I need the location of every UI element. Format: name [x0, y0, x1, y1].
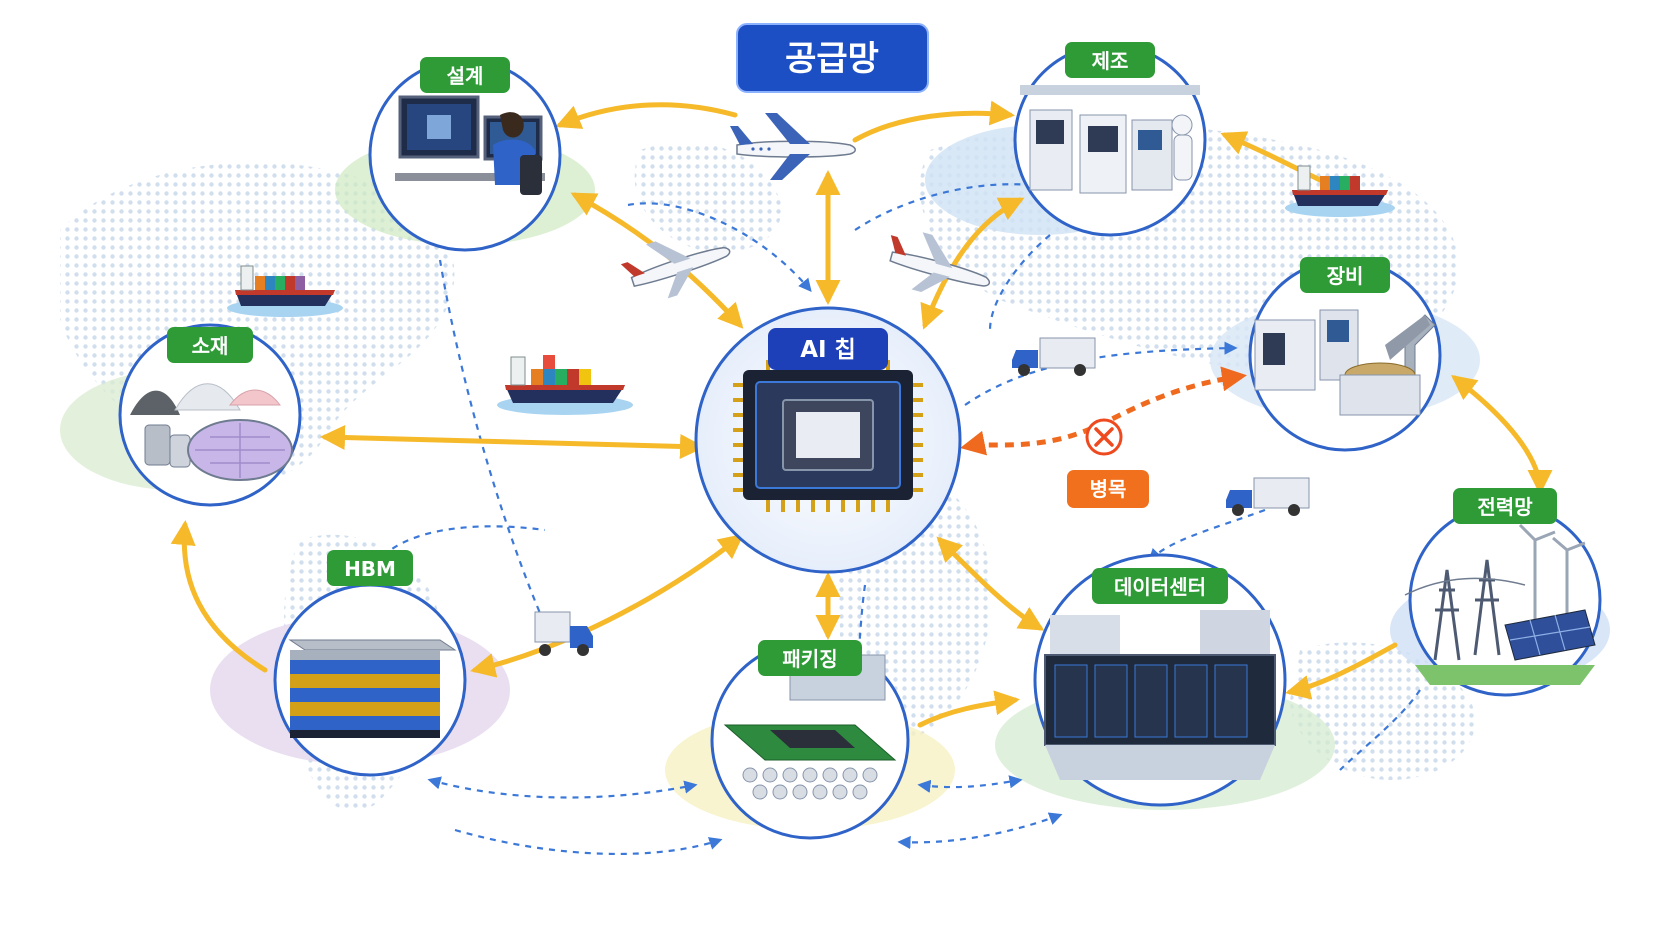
- cargo-ship-icon: [227, 265, 343, 317]
- datacenter-label: 데이터센터: [1114, 575, 1206, 599]
- truck-icon: [1012, 337, 1096, 376]
- datacenter-node: 데이터센터: [1033, 553, 1287, 807]
- truck-icon: [534, 611, 593, 656]
- airplane-icon: [620, 241, 731, 299]
- packaging-label: 패키징: [782, 647, 837, 671]
- airplane-icon: [889, 232, 991, 292]
- bottleneck-label: 병목: [1090, 477, 1127, 501]
- cargo-ship-icon: [497, 355, 633, 415]
- power-grid-node: 전력망: [1404, 488, 1602, 697]
- design-label: 설계: [447, 64, 484, 88]
- bottleneck-link: 병목: [960, 366, 1247, 508]
- packaging-node: 패키징: [710, 640, 910, 840]
- page-title-text: 공급망: [785, 39, 879, 79]
- hbm-label: HBM: [344, 557, 396, 581]
- cargo-ship-icon: [1285, 165, 1395, 217]
- equipment-node: 장비: [1248, 257, 1442, 452]
- ai-chip-node: AI 칩: [694, 306, 962, 574]
- design-node: 설계: [368, 57, 562, 252]
- materials-label: 소재: [192, 334, 229, 358]
- manufacturing-node: 제조: [1013, 42, 1207, 237]
- page-title: 공급망: [736, 23, 929, 93]
- manufacturing-label: 제조: [1092, 49, 1129, 73]
- center-label: AI 칩: [800, 337, 856, 363]
- airplane-icon: [730, 113, 856, 180]
- materials-node: 소재: [118, 323, 302, 507]
- truck-icon: [1226, 477, 1310, 516]
- hbm-node: HBM: [273, 550, 467, 777]
- equipment-label: 장비: [1327, 264, 1364, 288]
- chip-icon: [733, 360, 923, 512]
- power-grid-label: 전력망: [1477, 495, 1533, 519]
